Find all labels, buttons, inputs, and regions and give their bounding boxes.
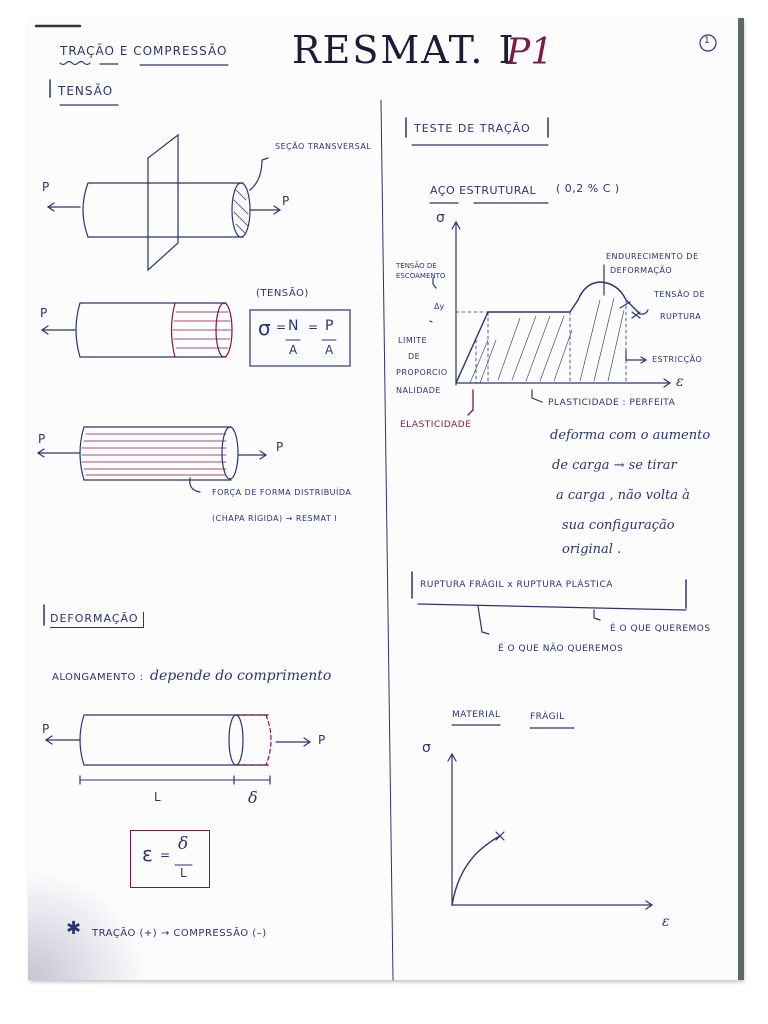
teste-tracao-heading: TESTE DE TRAÇÃO <box>414 122 531 135</box>
page-title: RESMAT. I <box>292 28 516 72</box>
plasticity-text-4: sua configuração <box>562 518 675 533</box>
part-label: P1 <box>506 32 554 73</box>
strain-epsilon: ε <box>142 842 153 866</box>
delta-y: Δy <box>434 302 445 311</box>
traco-underline-wave <box>59 60 91 66</box>
endurecimento-1: ENDURECIMENTO DE <box>606 252 699 261</box>
tension-compression-note: TRAÇÃO (+) → COMPRESSÃO (–) <box>92 928 267 939</box>
aco-note: ( 0,2 % C ) <box>556 182 620 195</box>
strain-eq: = <box>160 848 171 862</box>
brittle-curve <box>447 752 654 910</box>
axis-epsilon-2: ε <box>662 914 670 930</box>
plasticity-text-5: original . <box>562 542 622 557</box>
dim-delta-label: δ <box>248 788 258 807</box>
plasticidade-label: PLASTICIDADE : PERFEITA <box>548 398 676 408</box>
tensao-ruptura-1: TENSÃO DE <box>654 290 706 299</box>
tensao-heading: TENSÃO <box>58 84 114 98</box>
deformacao-heading: DEFORMAÇÃO <box>50 612 144 628</box>
stress-strain-curve <box>429 220 672 416</box>
formula-p: P <box>325 318 334 334</box>
load-p-right-3: P <box>276 440 284 454</box>
limite-4: NALIDADE <box>396 386 441 395</box>
formula-a-2: A <box>325 343 334 357</box>
axis-sigma-2: σ <box>422 740 431 756</box>
formula-sigma: σ <box>258 316 271 340</box>
page-edge <box>738 18 744 980</box>
material-fragil-1: MATERIAL <box>452 710 501 720</box>
estriccao-label: ESTRICÇÃO <box>652 355 703 364</box>
tensao-escoamento-2: ESCOAMENTO <box>396 272 446 280</box>
bar-stress-section <box>40 302 233 358</box>
strain-length: L <box>180 866 187 880</box>
limite-1: LIMITE <box>398 336 428 345</box>
queremos-label: É O QUE QUEREMOS <box>610 624 711 634</box>
load-p-left-2: P <box>40 306 48 320</box>
load-p-right-1: P <box>282 194 290 208</box>
axis-sigma: σ <box>436 210 445 226</box>
formula-eq-1: = <box>276 320 287 334</box>
nao-queremos-label: É O QUE NÃO QUEREMOS <box>498 644 624 654</box>
tensao-label: (TENSÃO) <box>256 288 309 299</box>
elasticidade-label: ELASTICIDADE <box>400 420 472 430</box>
strain-formula-box <box>130 830 210 888</box>
tensao-ruptura-2: RUPTURA <box>660 312 702 321</box>
plasticity-text-3: a carga , não volta à <box>556 488 690 503</box>
page-number-circle <box>699 34 717 52</box>
plasticity-text-1: deforma com o aumento <box>550 428 711 443</box>
alongamento-text: depende do comprimento <box>150 668 332 684</box>
load-p-left-4: P <box>42 722 50 736</box>
ruptura-heading: RUPTURA FRÁGIL x RUPTURA PLÁSTICA <box>420 580 613 590</box>
formula-a-1: A <box>289 343 298 357</box>
notebook-page <box>28 18 742 980</box>
column-divider <box>380 99 394 981</box>
formula-eq-2: = <box>308 320 319 334</box>
force-note-1: FORÇA DE FORMA DISTRIBUÍDA <box>212 488 352 497</box>
load-p-left-1: P <box>42 180 50 194</box>
axis-epsilon: ε <box>676 374 684 390</box>
note-star: ✱ <box>66 918 82 939</box>
bar-with-section-plane <box>46 133 282 272</box>
bar-distributed-force <box>36 426 268 493</box>
load-p-left-3: P <box>38 432 46 446</box>
page-shadow <box>28 870 148 980</box>
material-fragil-2: FRÁGIL <box>530 712 565 722</box>
formula-n: N <box>288 318 299 334</box>
dim-length-label: L <box>154 790 161 804</box>
load-p-right-4: P <box>318 733 326 747</box>
aco-title: AÇO ESTRUTURAL <box>430 184 537 197</box>
force-note-2: (CHAPA RÍGIDA) → RESMAT I <box>212 514 338 523</box>
limite-2: DE <box>408 352 421 361</box>
endurecimento-2: DEFORMAÇÃO <box>610 266 673 275</box>
secao-transversal-label: SEÇÃO TRANSVERSAL <box>275 142 372 151</box>
plasticity-text-2: de carga → se tirar <box>552 458 677 473</box>
bar-elongation <box>44 714 312 785</box>
section-title: TRAÇÃO E COMPRESSÃO <box>60 44 228 58</box>
strain-delta: δ <box>178 834 189 854</box>
page-number: 1 <box>704 36 710 46</box>
tensao-escoamento-1: TENSÃO DE <box>396 262 437 270</box>
alongamento-label: ALONGAMENTO : <box>52 672 144 683</box>
limite-3: PROPORCIO <box>396 368 448 377</box>
